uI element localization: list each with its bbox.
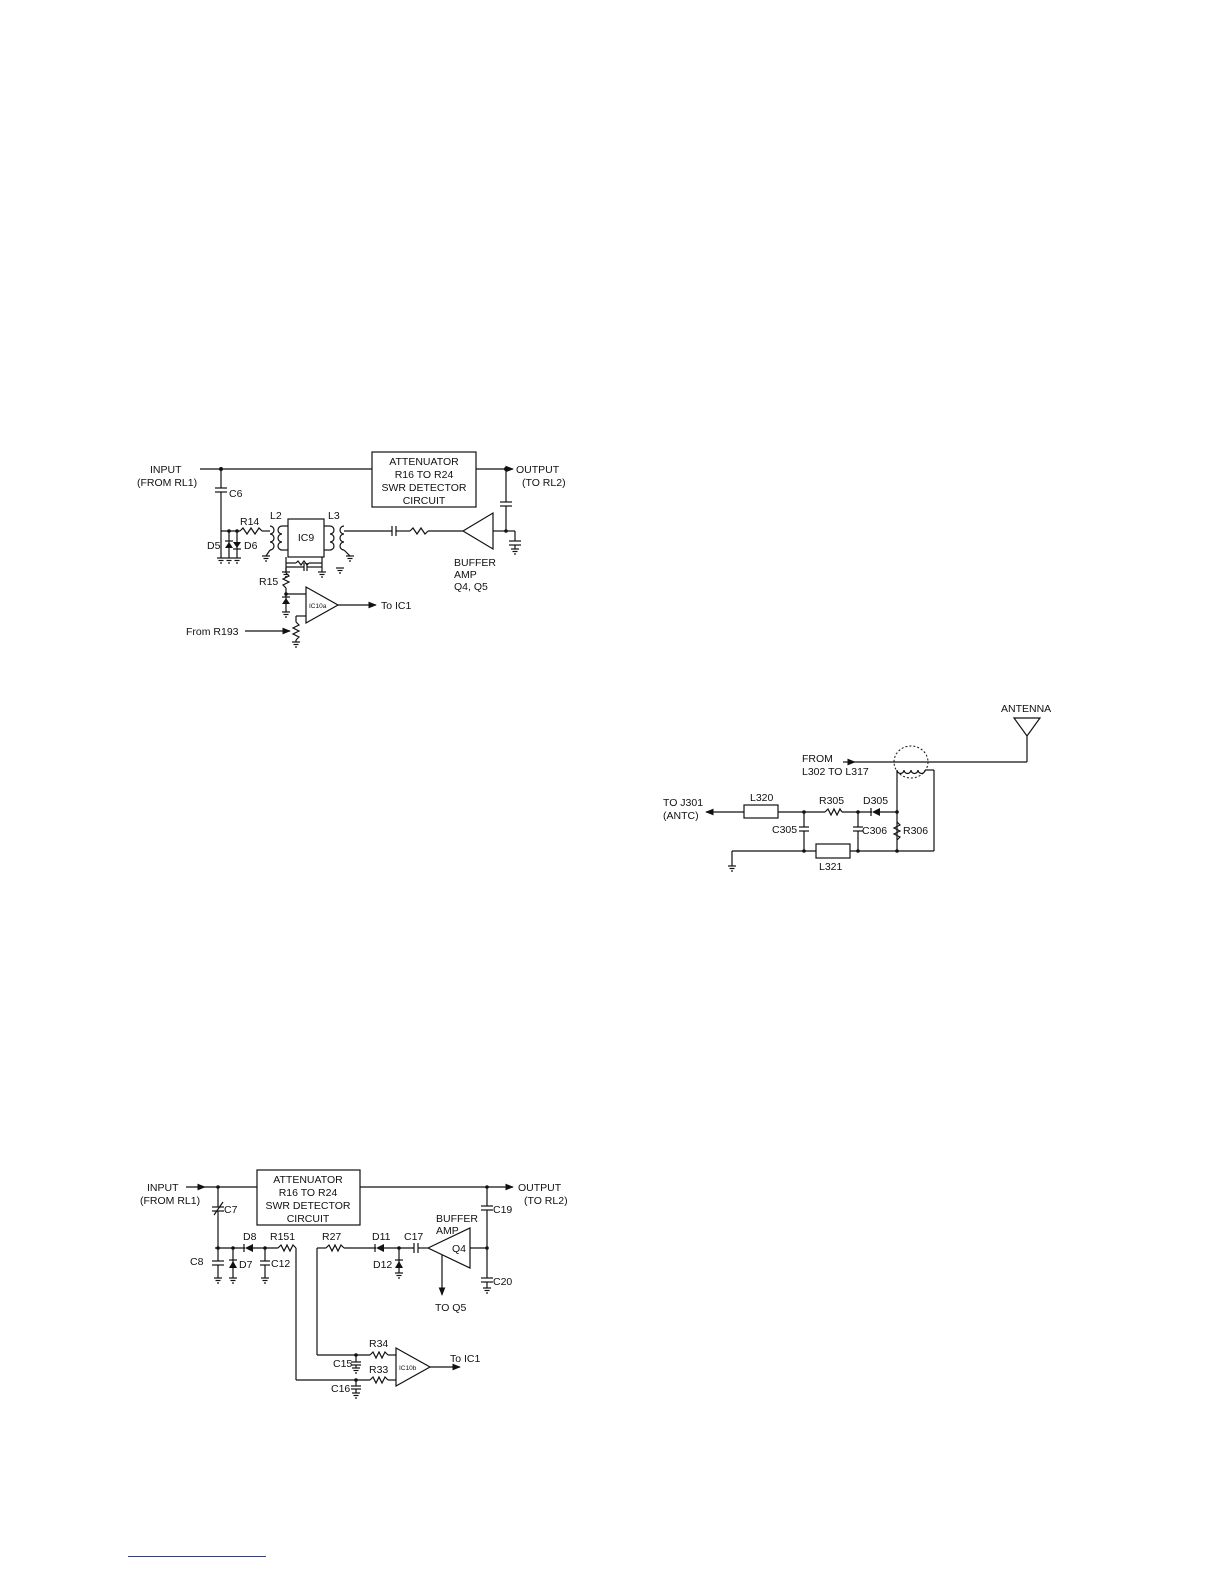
r151-label: R151 (270, 1231, 295, 1243)
ic10a-opamp (305, 585, 340, 625)
ic10b-label: IC10b (399, 1365, 417, 1372)
from-label-1: FROM (802, 753, 833, 765)
output-label: OUTPUT (518, 1182, 562, 1194)
r27-label: R27 (322, 1231, 341, 1243)
r306-label: R306 (903, 825, 928, 837)
diagram-antenna-coupler: ANTENNA FROM L302 TO L317 TO J301 (ANTC)… (663, 703, 1051, 873)
output-destination-label: (TO RL2) (522, 477, 566, 489)
c306-label: C306 (862, 825, 887, 837)
buffer-label-1: BUFFER (454, 557, 496, 569)
c17-label: C17 (404, 1231, 423, 1243)
to-ic1-label: To IC1 (381, 600, 412, 612)
ic10b-opamp (395, 1346, 432, 1388)
toroid-core (893, 745, 929, 779)
q4-label: Q4 (452, 1243, 466, 1255)
l320-box (743, 804, 779, 819)
box-line-4: CIRCUIT (287, 1213, 330, 1225)
d6-label: D6 (244, 540, 258, 552)
buffer-label-3: Q4, Q5 (454, 581, 488, 593)
ic9-label: IC9 (298, 532, 315, 544)
attenuator-box (256, 1169, 361, 1226)
l320-label: L320 (750, 792, 774, 804)
from-r193-label: From R193 (186, 626, 239, 638)
output-destination-label: (TO RL2) (524, 1195, 568, 1207)
r33-label: R33 (369, 1364, 388, 1376)
c12-label: C12 (271, 1258, 290, 1270)
r34-label: R34 (369, 1338, 388, 1350)
diagram-swr-detector-top: INPUT (FROM RL1) OUTPUT (TO RL2) ATTENUA… (137, 451, 566, 648)
buffer-label-2: AMP (454, 569, 477, 581)
ic10a-label: IC10a (309, 603, 327, 610)
d305-label: D305 (863, 795, 888, 807)
box-line-2: R16 TO R24 (395, 469, 454, 481)
c15-label: C15 (333, 1358, 352, 1370)
r305-label: R305 (819, 795, 844, 807)
ic9-box (287, 518, 325, 558)
l2-label: L2 (270, 510, 282, 522)
d5-label: D5 (207, 540, 221, 552)
d11-label: D11 (372, 1231, 391, 1243)
input-source-label: (FROM RL1) (137, 477, 197, 489)
box-line-2: R16 TO R24 (279, 1187, 338, 1199)
l321-box (815, 843, 851, 859)
r14-label: R14 (240, 516, 259, 528)
to-ic1-label: To IC1 (450, 1353, 481, 1365)
diagram-swr-detector-bottom: INPUT (FROM RL1) ATTENUATOR R16 TO R24 S… (140, 1169, 568, 1399)
from-label-2: L302 TO L317 (802, 766, 869, 778)
buffer-label-2: AMP (436, 1225, 459, 1237)
output-label: OUTPUT (516, 464, 560, 476)
c19-label: C19 (493, 1204, 512, 1216)
d12-label: D12 (373, 1259, 392, 1271)
box-line-4: CIRCUIT (403, 495, 446, 507)
c7-label: C7 (224, 1204, 238, 1216)
d8-label: D8 (243, 1231, 257, 1243)
buffer-label-1: BUFFER (436, 1213, 478, 1225)
input-label: INPUT (150, 464, 182, 476)
to-j301-label-1: TO J301 (663, 797, 703, 809)
c8-label: C8 (190, 1256, 204, 1268)
box-line-1: ATTENUATOR (273, 1174, 343, 1186)
to-q5-label: TO Q5 (435, 1302, 466, 1314)
footnote-rule (128, 1556, 266, 1557)
box-line-3: SWR DETECTOR (266, 1200, 351, 1212)
antenna-symbol (1012, 717, 1042, 738)
box-line-3: SWR DETECTOR (382, 482, 467, 494)
c20-label: C20 (493, 1276, 512, 1288)
d7-label: D7 (239, 1259, 253, 1271)
attenuator-box (371, 451, 477, 508)
to-j301-label-2: (ANTC) (663, 810, 699, 822)
l3-label: L3 (328, 510, 340, 522)
c6-label: C6 (229, 488, 243, 500)
r15-label: R15 (259, 576, 278, 588)
input-label: INPUT (147, 1182, 179, 1194)
c16-label: C16 (331, 1383, 350, 1395)
antenna-label: ANTENNA (1001, 703, 1051, 715)
l321-label: L321 (819, 861, 843, 873)
buffer-amp-triangle (461, 511, 494, 551)
box-line-1: ATTENUATOR (389, 456, 459, 468)
input-source-label: (FROM RL1) (140, 1195, 200, 1207)
c305-label: C305 (772, 824, 797, 836)
